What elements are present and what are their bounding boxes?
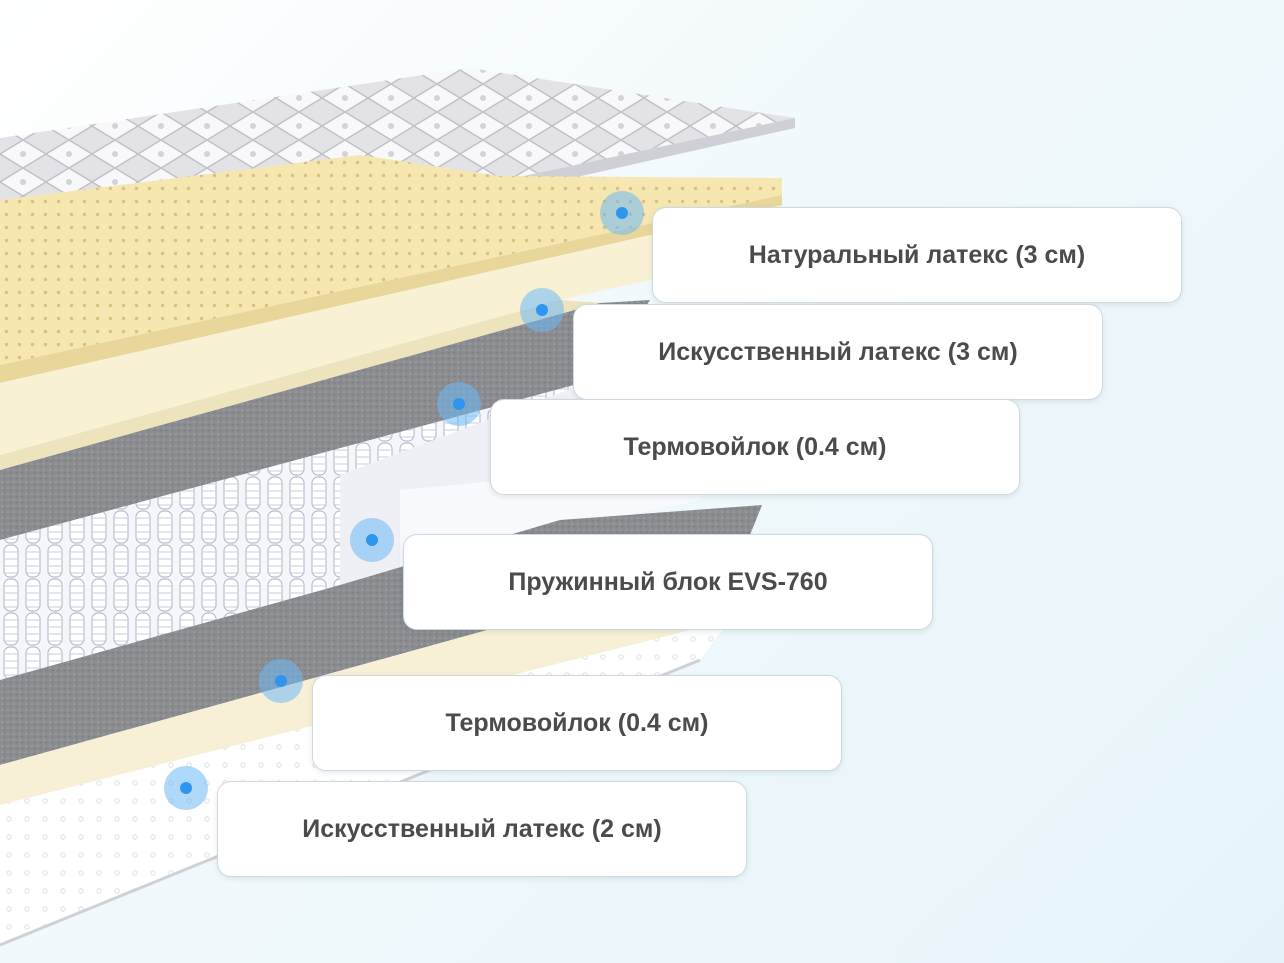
layer-label: Искусственный латекс (3 см) [658, 337, 1018, 366]
felt-top-layer [0, 300, 650, 540]
artificial-latex-edge [0, 300, 600, 470]
layer-marker-6[interactable] [164, 766, 208, 810]
layer-label: Термовойлок (0.4 см) [623, 432, 887, 461]
layer-label: Искусственный латекс (2 см) [302, 814, 662, 843]
layer-callout-thermal-felt-top: Термовойлок (0.4 см) [490, 399, 1020, 495]
layer-marker-5[interactable] [259, 659, 303, 703]
layer-label: Термовойлок (0.4 см) [445, 708, 709, 737]
layer-marker-2[interactable] [520, 288, 564, 332]
marker-dot [366, 534, 378, 546]
layer-marker-3[interactable] [437, 382, 481, 426]
spring-block-layer [0, 378, 600, 680]
marker-dot [453, 398, 465, 410]
layer-callout-spring-block: Пружинный блок EVS-760 [403, 534, 933, 630]
quilted-cover-edge [505, 118, 795, 192]
layer-callout-natural-latex: Натуральный латекс (3 см) [652, 207, 1182, 303]
layer-callout-artificial-latex: Искусственный латекс (3 см) [573, 304, 1103, 400]
layer-label: Пружинный блок EVS-760 [508, 567, 828, 596]
layer-label: Натуральный латекс (3 см) [748, 240, 1086, 269]
artificial-latex-layer [0, 205, 782, 455]
quilted-cover-layer [0, 68, 795, 200]
marker-dot [275, 675, 287, 687]
natural-latex-layer [0, 155, 782, 365]
marker-dot [536, 304, 548, 316]
layer-callout-artificial-latex-bottom: Искусственный латекс (2 см) [217, 781, 747, 877]
layer-marker-1[interactable] [600, 191, 644, 235]
marker-dot [616, 207, 628, 219]
layer-marker-4[interactable] [350, 518, 394, 562]
layer-callout-thermal-felt-bottom: Термовойлок (0.4 см) [312, 675, 842, 771]
natural-latex-edge [0, 195, 782, 383]
marker-dot [180, 782, 192, 794]
